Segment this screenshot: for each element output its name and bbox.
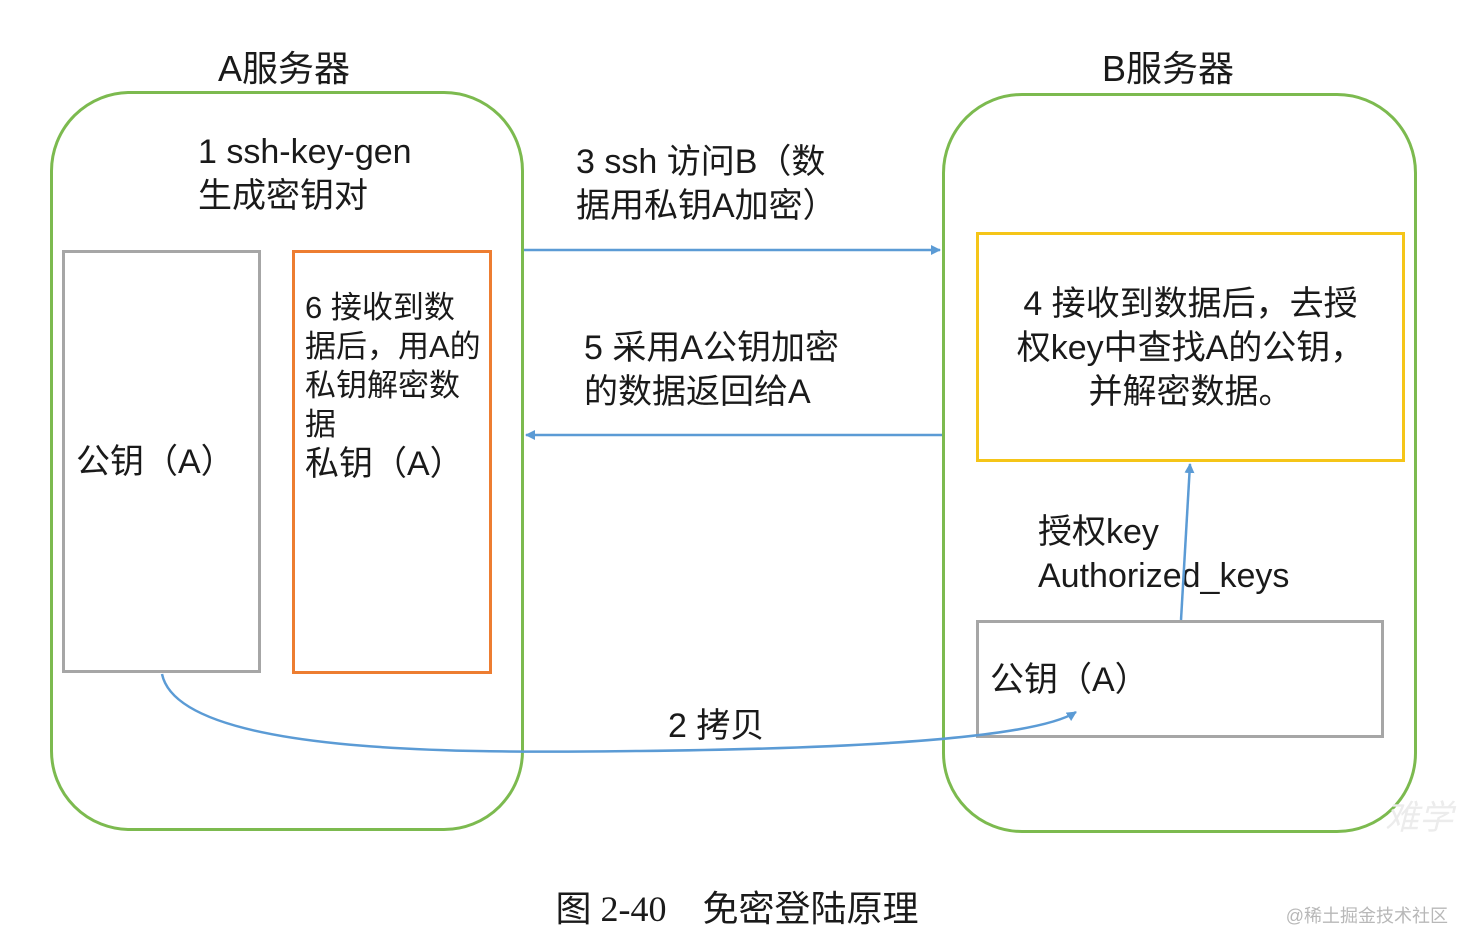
authorized-keys-label: 授权key Authorized_keys: [1038, 513, 1290, 595]
step1-label: 1 ssh-key-gen 生成密钥对: [198, 133, 412, 215]
arrow-step2-copy: [160, 673, 1077, 753]
server-a-title: A服务器: [218, 48, 351, 89]
public-key-label-a: 公钥（A）: [76, 443, 235, 481]
private-key-box-a: [292, 250, 492, 674]
public-key-box-b: [976, 620, 1384, 738]
step4-label: 4 接收到数据后，去授 权key中查找A的公钥， 并解密数据。: [1016, 285, 1365, 411]
step3-label: 3 ssh 访问B（数 据用私钥A加密）: [576, 143, 837, 225]
server-b-title: B服务器: [1102, 48, 1235, 89]
server-a-container: [50, 91, 524, 831]
step5-label: 5 采用A公钥加密 的数据返回给A: [584, 329, 840, 411]
public-key-box-a: [62, 250, 261, 673]
public-key-label-b: 公钥（A）: [990, 661, 1149, 699]
server-b-container: [942, 93, 1417, 833]
step2-label: 2 拷贝: [668, 707, 765, 745]
figure-caption: 图 2-40 免密登陆原理: [555, 889, 919, 929]
private-key-label-a: 私钥（A）: [305, 445, 464, 483]
arrow-authorized-to-step4: [1179, 463, 1195, 621]
step4-box: [976, 232, 1405, 462]
watermark: @稀土掘金技术社区: [1285, 906, 1448, 926]
faint-watermark-mark: 难学: [1385, 800, 1453, 837]
step6-label: 6 接收到数 据后，用A的 私钥解密数 据: [305, 290, 481, 442]
